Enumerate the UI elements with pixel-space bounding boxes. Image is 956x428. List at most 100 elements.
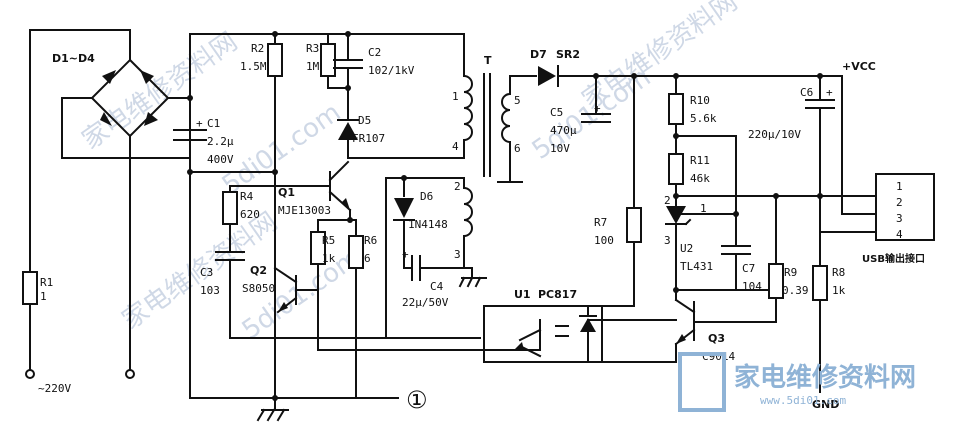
label-c3: C3 bbox=[200, 266, 213, 279]
label-c1: C1 bbox=[207, 117, 220, 130]
secondary-winding bbox=[501, 92, 512, 144]
label-r4-value: 620 bbox=[240, 208, 260, 221]
label-r11-value: 46k bbox=[690, 172, 710, 185]
switch-q1: Q1 MJE13003 R5 1k R6 6 bbox=[189, 160, 377, 399]
ac-terminal-right bbox=[125, 369, 135, 379]
resistor-r4 bbox=[222, 191, 238, 225]
label-r6-value: 6 bbox=[364, 252, 371, 265]
resistor-r7-branch: R7 100 bbox=[594, 75, 642, 307]
label-c7-value: 104 bbox=[742, 280, 762, 293]
logo-url: www.5di01.com bbox=[760, 394, 846, 407]
label-c4: C4 bbox=[430, 280, 444, 293]
label-r6: R6 bbox=[364, 234, 377, 247]
aux-winding bbox=[462, 186, 473, 238]
label-d7: D7 bbox=[530, 48, 547, 61]
diode-d6 bbox=[394, 198, 414, 218]
bridge-rectifier: D1~D4 bbox=[52, 52, 191, 138]
label-q1: Q1 bbox=[278, 186, 295, 199]
label-r8: R8 bbox=[832, 266, 845, 279]
usb-pin3: 3 bbox=[896, 212, 903, 225]
label-c5-rating: 10V bbox=[550, 142, 570, 155]
label-r2-value: 1.5M bbox=[240, 60, 267, 73]
ac-input: R1 1 ~220V bbox=[22, 29, 191, 395]
label-vcc: +VCC bbox=[842, 60, 876, 73]
bridge-diode-1 bbox=[102, 70, 116, 84]
primary-ground: ① bbox=[256, 386, 428, 422]
resistor-r8 bbox=[812, 265, 828, 301]
label-r5-value: 1k bbox=[322, 252, 336, 265]
watermark: 家电维修资料网 5di01.com 5di01.com 家电维修资料网 家电维修… bbox=[77, 0, 743, 346]
label-r7-value: 100 bbox=[594, 234, 614, 247]
label-r1-value: 1 bbox=[40, 290, 47, 303]
optocoupler-u1: U1 PC817 bbox=[317, 288, 677, 363]
label-plus-c6: + bbox=[826, 86, 833, 99]
label-pin1: 1 bbox=[452, 90, 459, 103]
label-q1-value: MJE13003 bbox=[278, 204, 331, 217]
label-q2-value: S8050 bbox=[242, 282, 275, 295]
label-u2-pin1: 1 bbox=[700, 202, 707, 215]
resistor-r1 bbox=[22, 271, 38, 305]
resistor-r7 bbox=[626, 207, 642, 243]
label-c1-rating: 400V bbox=[207, 153, 234, 166]
rc-feedback: R4 620 C3 103 bbox=[200, 185, 481, 339]
label-d1d4: D1~D4 bbox=[52, 52, 95, 65]
transistor-q2: Q2 S8050 bbox=[242, 264, 319, 314]
label-r2: R2 bbox=[251, 42, 264, 55]
resistor-r2-branch: R2 1.5M bbox=[240, 31, 283, 399]
label-d5: D5 bbox=[358, 114, 371, 127]
label-r9: R9 bbox=[784, 266, 797, 279]
resistor-r11 bbox=[668, 153, 684, 185]
snubber: R3 1M C2 102/1kV D5 FR107 bbox=[306, 31, 421, 159]
label-d5-value: FR107 bbox=[352, 132, 385, 145]
usb-pin1: 1 bbox=[896, 180, 903, 193]
usb-connector: 1 2 3 4 USB输出接口 bbox=[862, 173, 935, 265]
resistor-r6 bbox=[348, 235, 364, 269]
label-plus-c5: + bbox=[594, 102, 601, 115]
label-c5-value: 470μ bbox=[550, 124, 577, 137]
label-d7-value: SR2 bbox=[556, 48, 580, 61]
label-q3-value: C9014 bbox=[702, 350, 735, 363]
site-logo: 家电维修资料网 www.5di01.com bbox=[678, 352, 916, 412]
label-t: T bbox=[484, 54, 492, 67]
label-r9-value: 0.39 bbox=[782, 284, 809, 297]
transformer-t: T 1 4 5 6 2 3 bbox=[419, 33, 521, 261]
label-u1-value: PC817 bbox=[538, 288, 577, 301]
label-c6: C6 bbox=[800, 86, 813, 99]
secondary-output: D7 SR2 + C5 470μ 10V bbox=[497, 48, 831, 183]
label-r3-value: 1M bbox=[306, 60, 320, 73]
label-u2-pin3: 3 bbox=[664, 234, 671, 247]
label-d6-value: 1N4148 bbox=[408, 218, 448, 231]
label-u2: U2 bbox=[680, 242, 693, 255]
ac-terminal-left bbox=[25, 369, 35, 379]
label-r1: R1 bbox=[40, 276, 53, 289]
label-ac: ~220V bbox=[38, 382, 71, 395]
label-c4-value: 22μ/50V bbox=[402, 296, 449, 309]
label-gnd: GND bbox=[812, 398, 839, 411]
label-pin3: 3 bbox=[454, 248, 461, 261]
label-usb: USB输出接口 bbox=[862, 252, 925, 265]
usb-pin2: 2 bbox=[896, 196, 903, 209]
label-c2: C2 bbox=[368, 46, 381, 59]
aux-supply: + D6 1N4148 C4 22μ/50V bbox=[385, 175, 487, 339]
label-plus-c4: + bbox=[402, 248, 409, 261]
resistor-r10 bbox=[668, 93, 684, 125]
label-c5: C5 bbox=[550, 106, 563, 119]
label-c7: C7 bbox=[742, 262, 755, 275]
label-r10: R10 bbox=[690, 94, 710, 107]
resistor-r2 bbox=[267, 43, 283, 77]
label-pin4: 4 bbox=[452, 140, 459, 153]
bridge-diode-2 bbox=[140, 70, 154, 84]
regulator-u2: R10 5.6k R11 46k 2 1 3 U2 TL431 C7 104 bbox=[664, 75, 777, 293]
label-r10-value: 5.6k bbox=[690, 112, 717, 125]
diode-d5 bbox=[338, 122, 358, 140]
label-r4: R4 bbox=[240, 190, 254, 203]
label-u1: U1 bbox=[514, 288, 531, 301]
watermark-text: 家电维修资料网 bbox=[577, 0, 743, 116]
hv-rails: + C1 2.2μ 400V bbox=[173, 33, 465, 399]
primary-winding bbox=[462, 74, 473, 142]
resistor-r9 bbox=[768, 263, 784, 299]
label-pin2: 2 bbox=[454, 180, 461, 193]
label-c1-value: 2.2μ bbox=[207, 135, 234, 148]
opto-led bbox=[580, 318, 596, 332]
